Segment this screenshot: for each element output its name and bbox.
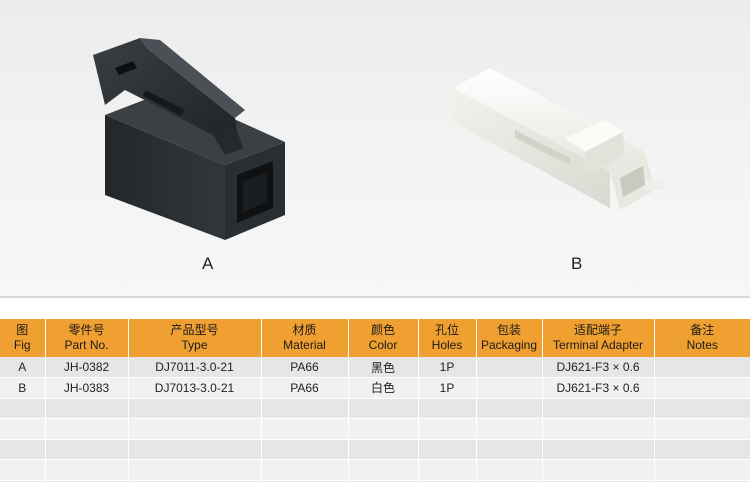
cell-packaging (476, 418, 543, 440)
table-row: B JH-0383 DJ7013-3.0-21 PA66 白色 1P DJ621… (0, 377, 750, 399)
panel-divider (0, 296, 750, 298)
cell-fig (0, 418, 46, 440)
cell-terminal-adapter (542, 480, 655, 482)
cell-material (261, 480, 349, 482)
cell-type (128, 398, 262, 420)
table-row: A JH-0382 DJ7011-3.0-21 PA66 黑色 1P DJ621… (0, 357, 750, 379)
cell-material (261, 439, 349, 461)
cell-notes (654, 439, 750, 461)
cell-fig (0, 439, 46, 461)
cell-holes (418, 459, 477, 482)
cell-holes (418, 480, 477, 482)
cell-fig (0, 398, 46, 420)
cell-type (128, 439, 262, 461)
cell-part-no (45, 459, 129, 482)
product-b-label: B (571, 254, 583, 273)
cell-material: PA66 (261, 377, 349, 399)
table-row (0, 480, 750, 482)
cell-terminal-adapter (542, 459, 655, 482)
cell-color (348, 418, 419, 440)
cell-holes: 1P (418, 377, 477, 399)
cell-fig: B (0, 377, 46, 399)
table-row (0, 418, 750, 440)
cell-part-no (45, 398, 129, 420)
cell-fig: A (0, 357, 46, 379)
cell-notes (654, 377, 750, 399)
cell-packaging (476, 357, 543, 379)
cell-packaging (476, 480, 543, 482)
table-row (0, 439, 750, 461)
connector-b-image (453, 68, 663, 210)
cell-fig (0, 480, 46, 482)
cell-holes (418, 398, 477, 420)
cell-packaging (476, 377, 543, 399)
cell-color (348, 480, 419, 482)
cell-notes (654, 459, 750, 482)
cell-notes (654, 398, 750, 420)
cell-terminal-adapter: DJ621-F3 × 0.6 (542, 357, 655, 379)
cell-packaging (476, 439, 543, 461)
cell-color: 白色 (348, 377, 419, 399)
cell-type (128, 480, 262, 482)
cell-type (128, 459, 262, 482)
cell-holes: 1P (418, 357, 477, 379)
cell-part-no: JH-0383 (45, 377, 129, 399)
cell-terminal-adapter (542, 418, 655, 440)
cell-material (261, 459, 349, 482)
cell-material (261, 398, 349, 420)
cell-packaging (476, 459, 543, 482)
cell-notes (654, 418, 750, 440)
cell-type: DJ7011-3.0-21 (128, 357, 262, 379)
product-a-label: A (202, 254, 214, 273)
cell-material (261, 418, 349, 440)
cell-holes (418, 418, 477, 440)
table-row (0, 459, 750, 482)
cell-material: PA66 (261, 357, 349, 379)
cell-terminal-adapter: DJ621-F3 × 0.6 (542, 377, 655, 399)
cell-type: DJ7013-3.0-21 (128, 377, 262, 399)
cell-part-no (45, 418, 129, 440)
cell-color: 黑色 (348, 357, 419, 379)
connector-a-image (93, 38, 285, 240)
cell-type (128, 418, 262, 440)
cell-part-no (45, 439, 129, 461)
cell-part-no (45, 480, 129, 482)
cell-holes (418, 439, 477, 461)
cell-color (348, 398, 419, 420)
cell-part-no: JH-0382 (45, 357, 129, 379)
table-row (0, 398, 750, 420)
cell-terminal-adapter (542, 398, 655, 420)
cell-fig (0, 459, 46, 482)
product-photo-panel: A B (0, 0, 750, 298)
cell-notes (654, 357, 750, 379)
cell-color (348, 459, 419, 482)
cell-notes (654, 480, 750, 482)
cell-packaging (476, 398, 543, 420)
cell-color (348, 439, 419, 461)
cell-terminal-adapter (542, 439, 655, 461)
